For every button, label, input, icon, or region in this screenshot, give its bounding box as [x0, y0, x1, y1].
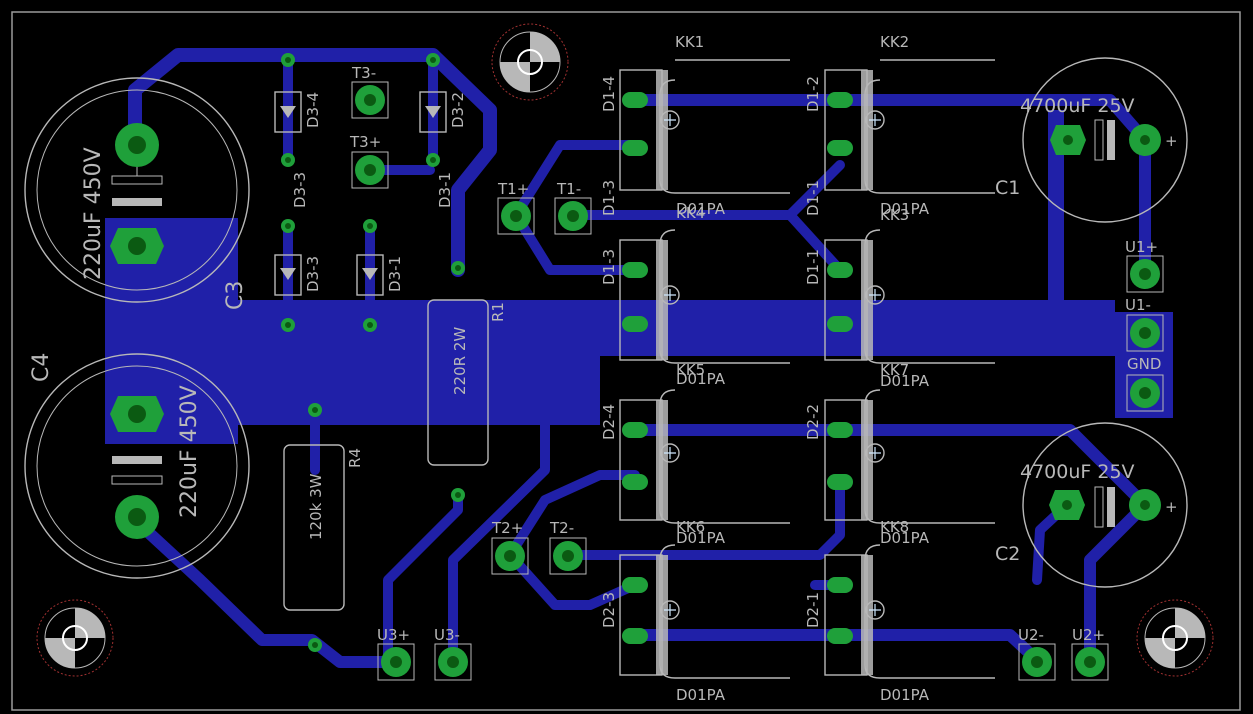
kk6-pkg: D01PA [676, 686, 726, 704]
board-outline [11, 11, 1241, 711]
c1-value: 4700uF 25V [1020, 95, 1135, 117]
rectifier-bodies [619, 59, 995, 679]
rectifier-pads [622, 92, 853, 644]
resistor-r1: 220R 2W R1 [427, 299, 507, 466]
t3-minus-label: T3- [351, 64, 376, 82]
u3-plus-label: U3+ [377, 626, 410, 644]
r1-value: 220R 2W [451, 327, 469, 395]
c4-name: C4 [29, 353, 54, 382]
kk8-pkg: D01PA [880, 686, 930, 704]
kk5-name: KK5 [676, 361, 705, 379]
kk3-pkg: D01PA [880, 372, 930, 390]
c1-name: C1 [995, 177, 1020, 199]
terminal-pads [351, 81, 1164, 681]
kk7-pkg: D01PA [880, 529, 930, 547]
kk8-name: KK8 [880, 518, 909, 536]
t1-minus-label: T1- [556, 180, 581, 198]
d1-1-lower-label: D1-1 [804, 249, 822, 285]
r4-name: R4 [346, 448, 364, 468]
c2-value: 4700uF 25V [1020, 461, 1135, 483]
kk1-pkg: D01PA [676, 200, 726, 218]
diode-bank-d3: D3-4 D3-2 D3-3 D3-1 D3-3 D3-1 [274, 53, 467, 652]
t2-minus-label: T2- [549, 519, 574, 537]
terminal-labels: T3- T3+ T1+ T1- U1+ U1- GND T2+ T2- U3+ … [349, 64, 1161, 644]
rectifier-labels: KK1 KK2 D01PA D01PA KK4 KK3 D01PA D01PA … [600, 33, 930, 704]
c3-value: 220uF 450V [81, 147, 106, 280]
kk7-name: KK7 [880, 361, 909, 379]
c2-name: C2 [995, 543, 1020, 565]
c3-name: C3 [223, 281, 248, 310]
t2-plus-label: T2+ [491, 519, 523, 537]
u2-minus-label: U2- [1018, 626, 1044, 644]
diode-symbol-icon [274, 91, 447, 296]
capacitor-c3: 220uF 450V C3 [24, 77, 250, 310]
d1-3-lower-label: D1-3 [600, 249, 618, 285]
d1-3-upper-label: D1-3 [600, 180, 618, 216]
d3-4-label: D3-4 [304, 92, 322, 128]
u1-plus-label: U1+ [1125, 238, 1158, 256]
d1-4-label: D1-4 [600, 76, 618, 112]
t3-plus-label: T3+ [349, 133, 381, 151]
capacitor-symbol-icon [111, 456, 163, 485]
resistor-r4: 120k 3W R4 [283, 444, 364, 611]
r4-value: 120k 3W [307, 473, 325, 540]
kk4-pkg: D01PA [676, 370, 726, 388]
capacitor-c4: 220uF 450V C4 [24, 353, 250, 579]
c4-value: 220uF 450V [177, 385, 202, 518]
d3-3-upper-label: D3-3 [291, 172, 309, 208]
d3-2-label: D3-2 [449, 92, 467, 128]
gnd-label: GND [1127, 355, 1161, 373]
kk6-name: KK6 [676, 518, 705, 536]
d2-3-label: D2-3 [600, 592, 618, 628]
capacitor-symbol-icon [1094, 486, 1115, 528]
u1-minus-label: U1- [1125, 296, 1151, 314]
kk5-pkg: D01PA [676, 529, 726, 547]
d3-1-upper-label: D3-1 [436, 172, 454, 208]
svg-text:+: + [1165, 498, 1178, 516]
d3-3-lower-label: D3-3 [304, 256, 322, 292]
capacitor-c2: + 4700uF 25V C2 [995, 422, 1188, 588]
svg-text:+: + [1165, 132, 1178, 150]
d1-1-upper-label: D1-1 [804, 180, 822, 216]
capacitor-symbol-icon [1094, 119, 1115, 161]
kk3-name: KK3 [880, 206, 909, 224]
u2-plus-label: U2+ [1072, 626, 1105, 644]
kk2-pkg: D01PA [880, 200, 930, 218]
kk4-name: KK4 [676, 204, 705, 222]
kk2-name: KK2 [880, 33, 909, 51]
capacitor-c1: + 4700uF 25V C1 [995, 57, 1188, 223]
t1-plus-label: T1+ [497, 180, 529, 198]
d2-1-label: D2-1 [804, 592, 822, 628]
d1-2-label: D1-2 [804, 76, 822, 112]
u3-minus-label: U3- [434, 626, 460, 644]
mounting-hole-icon [36, 23, 1214, 677]
d2-2-label: D2-2 [804, 404, 822, 440]
d3-1-lower-label: D3-1 [386, 256, 404, 292]
d2-4-label: D2-4 [600, 404, 618, 440]
r1-name: R1 [489, 302, 507, 322]
kk1-name: KK1 [675, 33, 704, 51]
